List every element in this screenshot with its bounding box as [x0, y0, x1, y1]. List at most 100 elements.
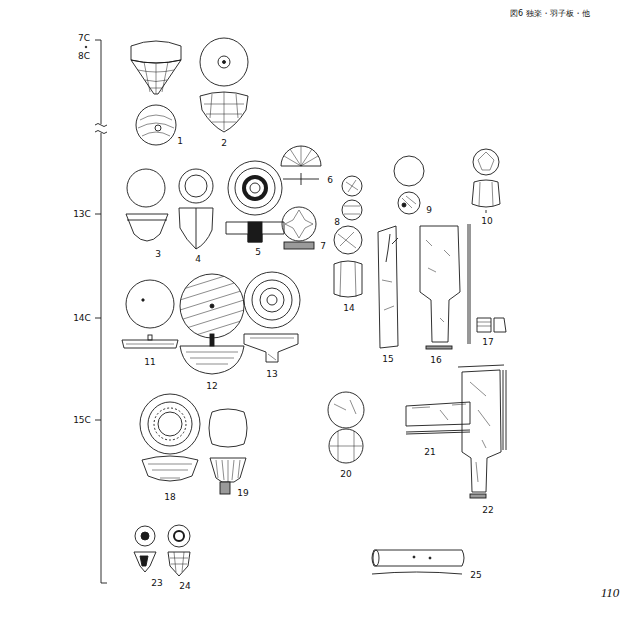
piece-illustration-stroke — [477, 322, 491, 326]
top-illustration — [126, 169, 168, 241]
top-illustration-stroke — [334, 261, 362, 297]
top-illustration-stroke — [252, 280, 292, 320]
top-illustration-stroke — [281, 146, 321, 166]
top-illustration-stroke — [250, 338, 294, 360]
top-illustration — [140, 394, 200, 481]
piece-illustration-stroke — [477, 318, 491, 332]
top-illustration-stroke — [248, 222, 262, 242]
top-illustration-stroke — [148, 335, 152, 340]
top-illustration-stroke — [244, 334, 298, 362]
top-illustration-stroke — [179, 208, 213, 249]
top-illustration-stroke — [250, 183, 260, 193]
top-illustration-stroke — [135, 526, 155, 546]
top-illustration — [244, 272, 300, 362]
callout-number: 6 — [327, 176, 333, 185]
top-illustration-stroke — [220, 482, 230, 494]
top-illustration-stroke — [127, 220, 167, 221]
century-label: 8C — [78, 52, 90, 61]
top-illustration-stroke — [260, 288, 284, 312]
top-illustration-stroke — [284, 146, 318, 166]
top-illustration-stroke — [140, 556, 148, 566]
top-illustration-stroke — [267, 295, 277, 305]
top-illustration — [226, 161, 284, 242]
top-illustration-stroke — [402, 196, 416, 208]
top-illustration-stroke — [223, 61, 226, 64]
battledore-illustration-stroke — [506, 370, 507, 450]
top-illustration-stroke — [402, 203, 406, 207]
top-illustration — [200, 38, 248, 132]
top-illustration-stroke — [329, 429, 363, 463]
battledore-illustration-stroke — [458, 365, 504, 367]
top-illustration-stroke — [126, 214, 168, 241]
board-illustration-stroke — [406, 430, 470, 432]
top-illustration-stroke — [131, 41, 181, 63]
top-illustration-stroke — [200, 92, 248, 132]
top-illustration — [168, 525, 190, 576]
top-illustration-stroke — [244, 272, 300, 328]
top-illustration-stroke — [126, 280, 174, 328]
timeline-axis-stroke — [95, 40, 101, 41]
callout-number: 5 — [255, 248, 261, 257]
timeline-axis-stroke — [95, 214, 101, 215]
top-illustration — [131, 41, 181, 145]
callout-number: 4 — [195, 255, 201, 264]
top-illustration-stroke — [168, 552, 190, 576]
board-illustration-stroke — [406, 402, 470, 426]
top-illustration — [472, 149, 500, 213]
top-illustration-stroke — [334, 226, 362, 254]
callout-number: 22 — [482, 506, 493, 515]
top-illustration-stroke — [180, 270, 244, 350]
top-illustration-stroke — [226, 222, 284, 242]
timeline-axis-stroke — [85, 46, 87, 48]
top-illustration-stroke — [472, 180, 500, 207]
callout-number: 23 — [151, 579, 162, 588]
top-illustration-stroke — [218, 56, 230, 68]
top-illustration — [134, 526, 156, 572]
callout-number: 17 — [482, 338, 493, 347]
century-label: 14C — [73, 314, 91, 323]
battledore-illustration-stroke — [470, 224, 471, 344]
callout-number: 2 — [221, 139, 227, 148]
top-illustration — [282, 207, 316, 249]
callout-number: 15 — [382, 355, 393, 364]
top-illustration-stroke — [131, 60, 181, 94]
top-illustration-stroke — [158, 412, 182, 436]
top-illustration-stroke — [301, 173, 302, 185]
top-illustration-stroke — [154, 408, 186, 440]
top-illustration-stroke — [473, 149, 499, 175]
top-illustration-stroke — [228, 161, 282, 215]
callout-number: 21 — [424, 448, 435, 457]
battledore-illustration-stroke — [426, 240, 450, 322]
top-illustration-stroke — [185, 175, 207, 197]
century-label: 13C — [73, 210, 91, 219]
top-illustration-stroke — [200, 38, 248, 86]
callout-number: 24 — [179, 582, 190, 591]
callout-number: 1 — [177, 137, 183, 146]
top-illustration-stroke — [334, 400, 356, 414]
top-illustration — [334, 226, 362, 297]
callout-number: 9 — [426, 206, 432, 215]
battledore-illustration — [458, 365, 506, 498]
board-illustration-stroke — [406, 432, 470, 434]
top-illustration-stroke — [394, 156, 424, 186]
top-illustration-stroke — [244, 177, 266, 199]
callout-number: 7 — [320, 242, 326, 251]
top-illustration-stroke — [285, 210, 313, 238]
top-illustration-stroke — [122, 340, 178, 348]
callout-number: 20 — [340, 470, 351, 479]
callout-number: 8 — [334, 218, 340, 227]
top-illustration-stroke — [168, 525, 190, 547]
rod-illustration — [372, 550, 464, 574]
top-illustration-stroke — [142, 456, 198, 481]
top-illustration-stroke — [179, 169, 213, 203]
rod-illustration-stroke — [373, 550, 379, 566]
callout-number: 3 — [155, 250, 161, 259]
rod-illustration-stroke — [429, 557, 431, 559]
figure-title: 図6 独楽・羽子板・他 — [510, 10, 590, 18]
top-illustration-stroke — [342, 176, 362, 196]
top-illustration-stroke — [210, 334, 214, 346]
battledore-illustration — [378, 226, 398, 348]
top-illustration-stroke — [486, 210, 487, 213]
top-illustration — [209, 409, 247, 494]
